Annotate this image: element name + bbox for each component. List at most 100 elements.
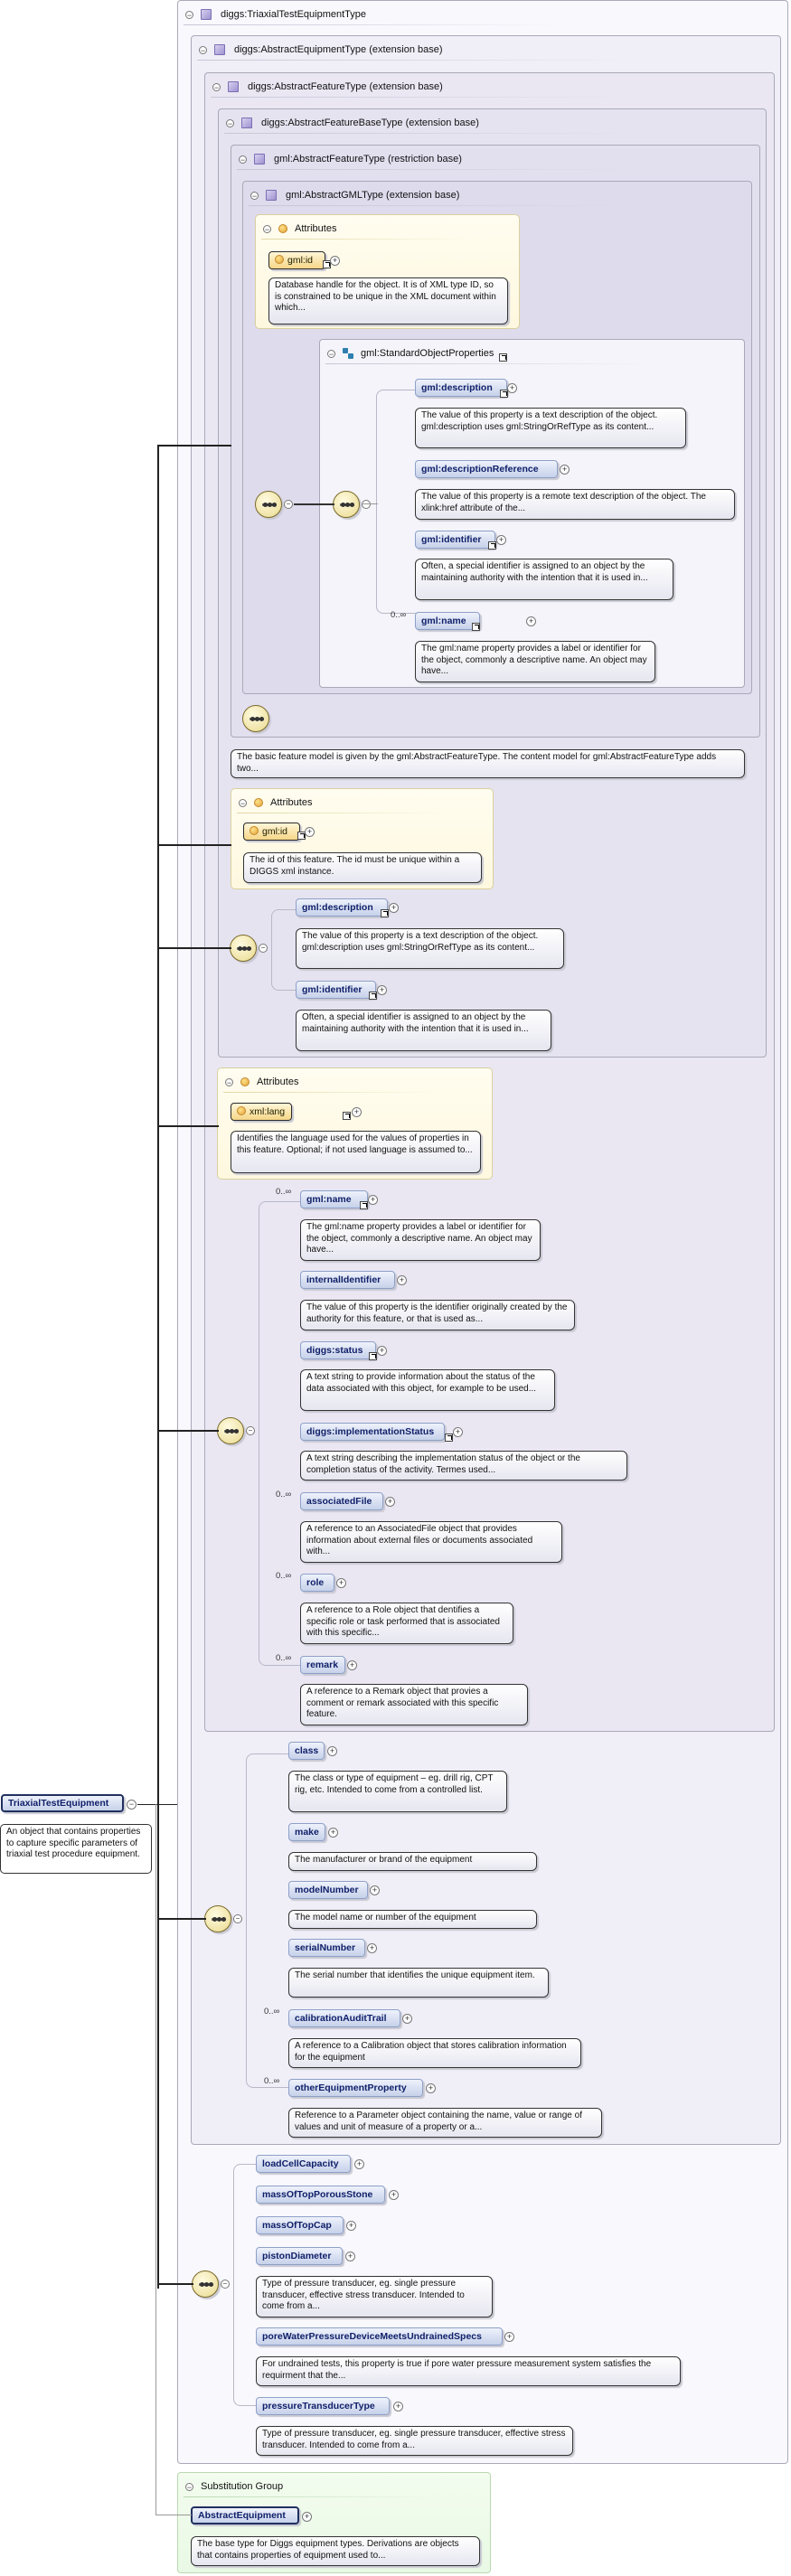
element-abstract-equipment[interactable]: AbstractEquipment bbox=[191, 2506, 299, 2524]
expand-icon[interactable]: + bbox=[347, 1660, 357, 1670]
expand-icon[interactable]: + bbox=[328, 1828, 338, 1838]
link-icon[interactable] bbox=[343, 1112, 351, 1120]
sequence-collapse-icon[interactable]: − bbox=[233, 1914, 242, 1923]
collapse-toggle-icon[interactable]: − bbox=[226, 118, 234, 128]
element-role[interactable]: role bbox=[300, 1574, 334, 1592]
sequence-collapse-icon[interactable]: − bbox=[362, 500, 371, 509]
connector-bracket bbox=[233, 2164, 257, 2406]
expand-icon[interactable]: + bbox=[426, 2083, 436, 2093]
element-model-number[interactable]: modelNumber bbox=[288, 1881, 368, 1899]
element-diggs-status[interactable]: diggs:status bbox=[300, 1341, 376, 1359]
collapse-root-icon[interactable]: − bbox=[127, 1800, 137, 1810]
type-header: − diggs:AbstractFeatureType (extension b… bbox=[212, 79, 443, 95]
collapse-toggle-icon[interactable]: − bbox=[327, 349, 335, 359]
expand-icon[interactable]: + bbox=[389, 903, 399, 913]
expand-icon[interactable]: + bbox=[302, 2512, 312, 2522]
element-gml-description[interactable]: gml:description bbox=[415, 379, 507, 397]
collapse-toggle-icon[interactable]: − bbox=[185, 10, 193, 20]
link-icon[interactable] bbox=[369, 992, 377, 1000]
link-icon[interactable] bbox=[445, 1434, 453, 1442]
element-associated-file[interactable]: associatedFile bbox=[300, 1492, 383, 1510]
element-piston-diameter[interactable]: pistonDiameter bbox=[256, 2247, 343, 2265]
sequence-collapse-icon[interactable]: − bbox=[259, 944, 268, 953]
element-calibration-audit-trail[interactable]: calibrationAuditTrail bbox=[288, 2009, 400, 2027]
sequence-collapse-icon[interactable]: − bbox=[246, 1426, 255, 1435]
collapse-toggle-icon[interactable]: − bbox=[263, 224, 271, 234]
expand-icon[interactable]: + bbox=[354, 2159, 364, 2169]
element-gml-description-reference[interactable]: gml:descriptionReference bbox=[415, 460, 558, 478]
collapse-toggle-icon[interactable]: − bbox=[239, 155, 247, 165]
root-element-triaxial-test-equipment[interactable]: TriaxialTestEquipment bbox=[1, 1794, 124, 1812]
element-mass-of-top-cap[interactable]: massOfTopCap bbox=[256, 2216, 344, 2234]
attribute-xml-lang[interactable]: xml:lang bbox=[231, 1103, 292, 1121]
attributes-label: Attributes bbox=[295, 223, 337, 234]
element-mass-of-top-porous-stone[interactable]: massOfTopPorousStone bbox=[256, 2186, 385, 2204]
element-pressure-transducer-type[interactable]: pressureTransducerType bbox=[256, 2397, 390, 2415]
attribute-gml-id[interactable]: gml:id bbox=[268, 251, 325, 269]
expand-icon[interactable]: + bbox=[393, 2402, 403, 2411]
element-class[interactable]: class bbox=[288, 1742, 325, 1760]
element-pore-water-pressure-device[interactable]: poreWaterPressureDeviceMeetsUndrainedSpe… bbox=[256, 2327, 503, 2346]
collapse-toggle-icon[interactable]: − bbox=[212, 82, 221, 92]
expand-icon[interactable]: + bbox=[377, 1346, 387, 1356]
type-name: diggs:AbstractEquipmentType (extension b… bbox=[234, 44, 443, 55]
expand-icon[interactable]: + bbox=[367, 1943, 377, 1953]
expand-icon[interactable]: + bbox=[397, 1275, 407, 1285]
link-icon[interactable] bbox=[360, 1201, 368, 1209]
element-internal-identifier[interactable]: internalIdentifier bbox=[300, 1271, 395, 1289]
expand-icon[interactable]: + bbox=[560, 465, 570, 475]
connector-line bbox=[157, 1430, 219, 1432]
element-gml-identifier[interactable]: gml:identifier bbox=[415, 531, 495, 549]
expand-icon[interactable]: + bbox=[305, 827, 315, 837]
element-make[interactable]: make bbox=[288, 1823, 325, 1841]
doc-gml-id: Database handle for the object. It is of… bbox=[268, 277, 508, 324]
expand-icon[interactable]: + bbox=[370, 1885, 380, 1895]
element-gml-name[interactable]: gml:name bbox=[415, 612, 480, 630]
link-icon[interactable] bbox=[500, 390, 508, 398]
expand-icon[interactable]: + bbox=[402, 2014, 412, 2024]
element-remark[interactable]: remark bbox=[300, 1656, 345, 1674]
expand-icon[interactable]: + bbox=[526, 616, 536, 626]
element-gml-description-feature[interactable]: gml:description bbox=[296, 898, 388, 917]
expand-icon[interactable]: + bbox=[389, 2190, 399, 2200]
collapse-toggle-icon[interactable]: − bbox=[239, 798, 247, 808]
link-icon[interactable] bbox=[369, 1352, 377, 1360]
connector-bracket bbox=[271, 909, 298, 991]
element-gml-name-feature[interactable]: gml:name bbox=[300, 1190, 368, 1208]
element-serial-number[interactable]: serialNumber bbox=[288, 1939, 365, 1957]
sequence-collapse-icon[interactable]: − bbox=[221, 2280, 230, 2289]
collapse-toggle-icon[interactable]: − bbox=[199, 45, 207, 55]
link-icon[interactable] bbox=[499, 353, 508, 362]
connector-line bbox=[157, 844, 231, 846]
collapse-toggle-icon[interactable]: − bbox=[225, 1077, 233, 1087]
expand-icon[interactable]: + bbox=[504, 2332, 514, 2342]
link-icon[interactable] bbox=[381, 909, 389, 917]
attribute-gml-id-feature[interactable]: gml:id bbox=[243, 823, 300, 841]
complex-type-icon bbox=[201, 9, 212, 20]
group-name: gml:StandardObjectProperties bbox=[361, 348, 494, 359]
expand-icon[interactable]: + bbox=[385, 1497, 395, 1507]
expand-icon[interactable]: + bbox=[352, 1107, 362, 1117]
type-name: diggs:AbstractFeatureBaseType (extension… bbox=[261, 118, 479, 128]
expand-icon[interactable]: + bbox=[507, 383, 517, 393]
element-load-cell-capacity[interactable]: loadCellCapacity bbox=[256, 2155, 351, 2173]
link-icon[interactable] bbox=[472, 623, 480, 631]
element-gml-identifier-feature[interactable]: gml:identifier bbox=[296, 981, 376, 999]
expand-icon[interactable]: + bbox=[368, 1195, 378, 1205]
link-icon[interactable] bbox=[323, 260, 331, 268]
element-other-equipment-property[interactable]: otherEquipmentProperty bbox=[288, 2079, 423, 2097]
expand-icon[interactable]: + bbox=[336, 1578, 346, 1588]
expand-icon[interactable]: + bbox=[327, 1746, 337, 1756]
expand-icon[interactable]: + bbox=[453, 1427, 463, 1437]
element-diggs-implementation-status[interactable]: diggs:implementationStatus bbox=[300, 1423, 445, 1441]
expand-icon[interactable]: + bbox=[346, 2221, 356, 2231]
sequence-collapse-icon[interactable]: − bbox=[284, 500, 293, 509]
collapse-toggle-icon[interactable]: − bbox=[185, 2482, 193, 2492]
expand-icon[interactable]: + bbox=[345, 2252, 355, 2261]
collapse-toggle-icon[interactable]: − bbox=[250, 191, 259, 201]
expand-icon[interactable]: + bbox=[377, 985, 387, 995]
link-icon[interactable] bbox=[297, 832, 306, 840]
expand-icon[interactable]: + bbox=[496, 535, 506, 545]
expand-icon[interactable]: + bbox=[330, 256, 340, 266]
link-icon[interactable] bbox=[488, 541, 496, 550]
